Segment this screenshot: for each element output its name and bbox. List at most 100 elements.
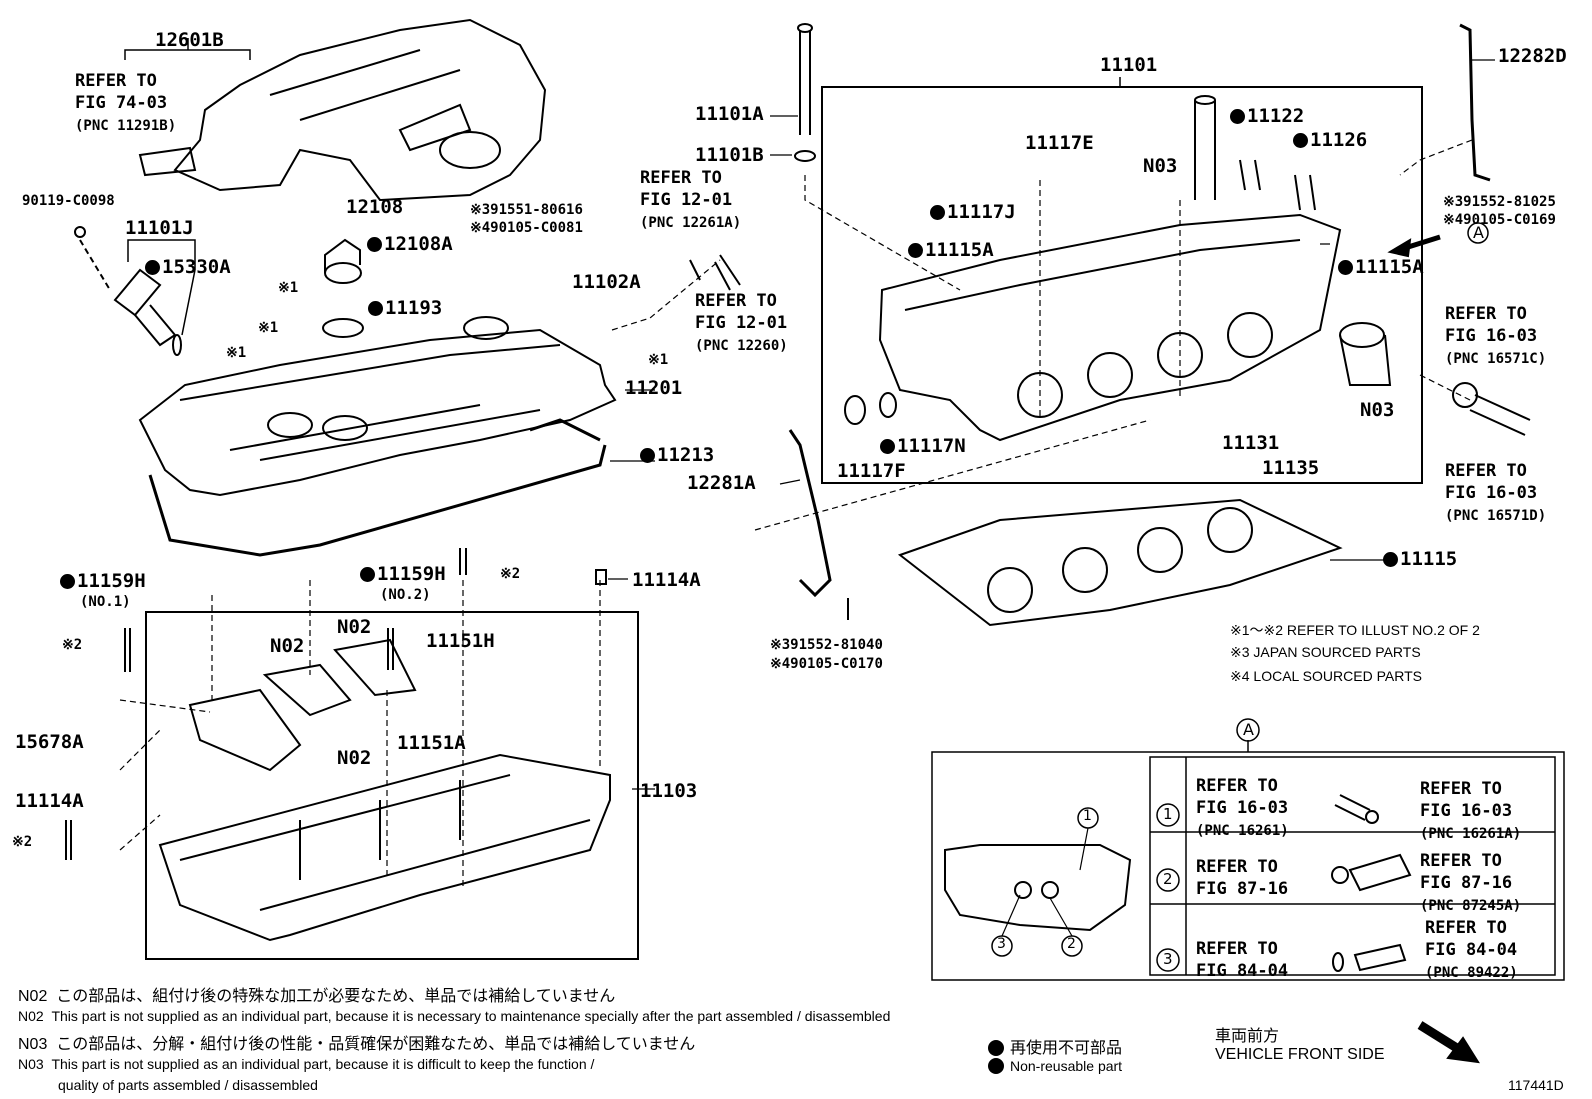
part-label-11159H-no1: 11159H bbox=[60, 571, 146, 591]
refer-line: FIG 84-04 bbox=[1196, 961, 1289, 981]
part-label-15678A: 15678A bbox=[15, 731, 84, 753]
part-number: 11115 bbox=[1400, 548, 1458, 570]
part-number: 11213 bbox=[657, 444, 715, 466]
part-number: 12108A bbox=[384, 233, 453, 255]
side-note-1: ※1～※2 REFER TO ILLUST NO.2 OF 2 bbox=[1230, 622, 1480, 638]
note-mark-2: ※2 bbox=[62, 637, 83, 653]
non-reusable-icon bbox=[1230, 109, 1245, 124]
part-label-11135: 11135 bbox=[1262, 457, 1320, 479]
footnote-text: This part is not supplied as an individu… bbox=[51, 1008, 891, 1024]
footnote-code: N02 bbox=[18, 988, 48, 1005]
part-label-N03-b: N03 bbox=[1360, 399, 1395, 421]
part-number: 11193 bbox=[385, 297, 443, 319]
note-mark-1: ※1 bbox=[278, 280, 299, 296]
part-label-391552-81040: ※391552-81040 bbox=[770, 637, 883, 653]
footnote-n02-jp: N02 この部品は、組付け後の特殊な加工が必要なため、単品では補給していません bbox=[18, 982, 615, 1006]
refer-line: FIG 74-03 bbox=[75, 93, 168, 113]
footnote-n03-jp: N03 この部品は、分解・組付け後の性能・品質確保が困難なため、単品では補給して… bbox=[18, 1030, 695, 1054]
part-number: 11117N bbox=[897, 435, 966, 457]
refer-line: FIG 16-03 bbox=[1420, 801, 1513, 821]
part-label-11115A-right: 11115A bbox=[1338, 257, 1424, 277]
refer-fig-16-03-c: REFER TO FIG 16-03 (PNC 16571C) bbox=[1445, 303, 1546, 370]
refer-line: REFER TO bbox=[695, 291, 777, 311]
refer-fig-12-01-a: REFER TO FIG 12-01 (PNC 12261A) bbox=[640, 167, 741, 234]
refer-pnc: (PNC 16571C) bbox=[1445, 351, 1547, 367]
table-row-3-right: REFER TO FIG 84-04 (PNC 89422) bbox=[1425, 917, 1518, 984]
part-label-11126: 11126 bbox=[1293, 130, 1367, 150]
footnote-text: This part is not supplied as an individu… bbox=[51, 1056, 595, 1072]
note-mark-1: ※1 bbox=[226, 345, 247, 361]
inset-callout-3: 3 bbox=[997, 936, 1006, 952]
non-reusable-icon bbox=[60, 574, 75, 589]
part-label-11101B: 11101B bbox=[695, 144, 764, 166]
table-row-2-right: REFER TO FIG 87-16 (PNC 87245A) bbox=[1420, 850, 1521, 917]
part-label-11101A: 11101A bbox=[695, 103, 764, 125]
part-label-11159H-no2: 11159H bbox=[360, 564, 446, 584]
part-label-11115: 11115 bbox=[1383, 549, 1457, 569]
side-note-3: ※4 LOCAL SOURCED PARTS bbox=[1230, 668, 1422, 684]
part-number: 11122 bbox=[1247, 105, 1305, 127]
refer-line: REFER TO bbox=[1425, 918, 1507, 938]
footnote-n03-en: N03 This part is not supplied as an indi… bbox=[18, 1056, 594, 1072]
part-label-11151H: 11151H bbox=[426, 630, 495, 652]
non-reusable-icon bbox=[988, 1058, 1004, 1074]
legend-nonreusable-jp: 再使用不可部品 bbox=[988, 1034, 1122, 1058]
refer-pnc: (PNC 16571D) bbox=[1445, 508, 1547, 524]
part-label-11117E: 11117E bbox=[1025, 132, 1094, 154]
refer-line: FIG 84-04 bbox=[1425, 940, 1518, 960]
label-no2: (NO.2) bbox=[380, 587, 431, 603]
table-row-3-left: REFER TO FIG 84-04 bbox=[1196, 938, 1288, 982]
non-reusable-icon bbox=[360, 567, 375, 582]
row-number-1: 1 bbox=[1163, 805, 1173, 823]
side-note-2: ※3 JAPAN SOURCED PARTS bbox=[1230, 644, 1421, 660]
engine-cover-drawing bbox=[138, 18, 547, 202]
part-label-11114A-top: 11114A bbox=[632, 569, 701, 591]
inset-callout-2: 2 bbox=[1067, 936, 1076, 952]
head-bolt-drawing bbox=[794, 23, 961, 291]
part-number: 11115A bbox=[925, 239, 994, 261]
row-number-2: 2 bbox=[1163, 870, 1173, 888]
part-label-11201: 11201 bbox=[625, 377, 683, 399]
non-reusable-icon bbox=[367, 237, 382, 252]
part-number: 15330A bbox=[162, 256, 231, 278]
refer-line: REFER TO bbox=[1420, 779, 1502, 799]
footnote-text: この部品は、組付け後の特殊な加工が必要なため、単品では補給していません bbox=[56, 988, 616, 1005]
camshaft-housing-drawing bbox=[158, 753, 611, 942]
refer-pnc: (PNC 16261A) bbox=[1420, 826, 1522, 842]
refer-line: REFER TO bbox=[1420, 851, 1502, 871]
refer-line: FIG 87-16 bbox=[1420, 873, 1513, 893]
non-reusable-icon bbox=[368, 301, 383, 316]
part-label-11131: 11131 bbox=[1222, 432, 1280, 454]
part-label-11101: 11101 bbox=[1100, 54, 1158, 76]
legend-text: Non-reusable part bbox=[1010, 1058, 1123, 1074]
footnote-text: この部品は、分解・組付け後の性能・品質確保が困難なため、単品では補給していません bbox=[56, 1036, 696, 1053]
cylinder-head-cover-drawing bbox=[138, 328, 617, 557]
part-label-12108A: 12108A bbox=[367, 234, 453, 254]
refer-line: REFER TO bbox=[1445, 304, 1527, 324]
part-label-12282D: 12282D bbox=[1498, 45, 1567, 67]
refer-pnc: (PNC 89422) bbox=[1425, 965, 1518, 981]
part-label-11117J: 11117J bbox=[930, 202, 1016, 222]
label-no1: (NO.1) bbox=[80, 594, 131, 610]
refer-fig-16-03-d: REFER TO FIG 16-03 (PNC 16571D) bbox=[1445, 460, 1546, 527]
non-reusable-icon bbox=[1293, 133, 1308, 148]
part-label-11102A: 11102A bbox=[572, 271, 641, 293]
non-reusable-icon bbox=[988, 1040, 1004, 1056]
non-reusable-icon bbox=[1383, 552, 1398, 567]
part-label-11193: 11193 bbox=[368, 298, 442, 318]
part-label-12108: 12108 bbox=[346, 196, 404, 218]
part-label-11117N: 11117N bbox=[880, 436, 966, 456]
footnote-code: N03 bbox=[18, 1056, 44, 1072]
footnote-code: N02 bbox=[18, 1008, 44, 1024]
part-label-11151A: 11151A bbox=[397, 732, 466, 754]
part-label-15330A: 15330A bbox=[145, 257, 231, 277]
oil-cap-drawing bbox=[322, 238, 509, 340]
refer-pnc: (PNC 16261) bbox=[1196, 823, 1289, 839]
legend-text: 再使用不可部品 bbox=[1010, 1040, 1123, 1057]
part-label-11101J: 11101J bbox=[125, 217, 194, 239]
refer-line: REFER TO bbox=[1196, 939, 1278, 959]
part-number: 11159H bbox=[77, 570, 146, 592]
head-gasket-drawing bbox=[897, 498, 1343, 627]
callout-a-label: A bbox=[1473, 223, 1484, 242]
refer-line: REFER TO bbox=[75, 71, 157, 91]
